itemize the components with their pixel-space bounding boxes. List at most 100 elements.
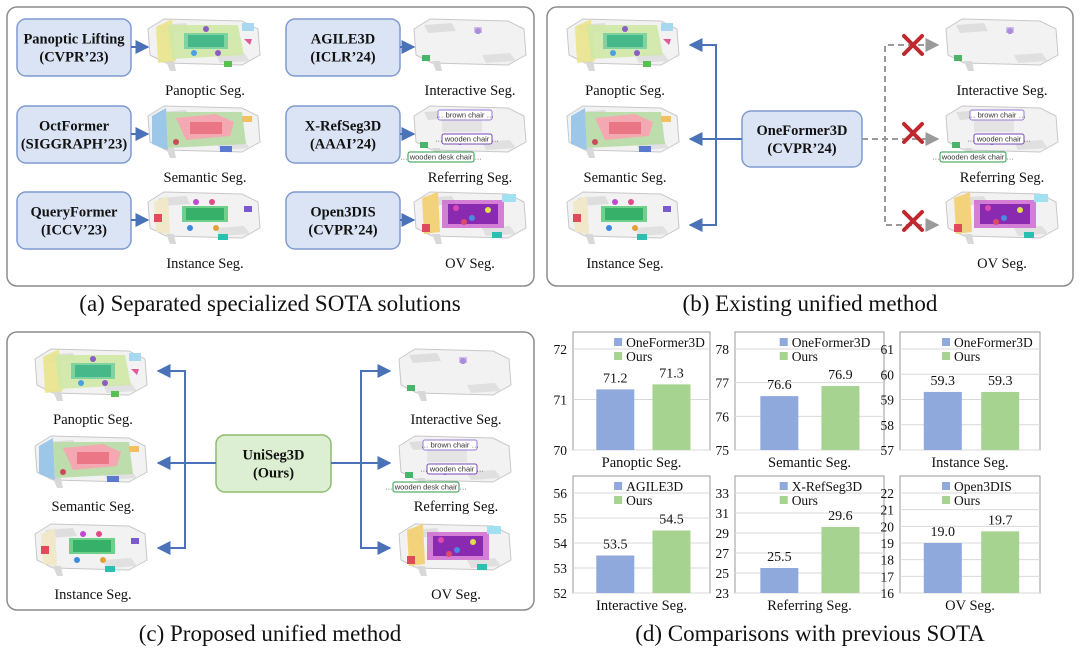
data-label: 76.6 bbox=[767, 378, 792, 393]
method-box-2: OctFormer(SIGGRAPH’23) bbox=[16, 105, 132, 164]
chart-5: 23252729313325.5X-RefSeg3D29.6OursReferr… bbox=[716, 475, 885, 614]
scene-a-1 bbox=[148, 19, 260, 71]
y-tick-label: 60 bbox=[881, 367, 895, 382]
method-box-oneformer3d-bg bbox=[741, 110, 863, 168]
panel-d-caption: (d) Comparisons with previous SOTA bbox=[635, 621, 985, 646]
panel-c-frame bbox=[6, 331, 535, 611]
legend-swatch bbox=[942, 496, 950, 504]
legend-label: Open3DIS bbox=[954, 479, 1012, 494]
task-label-b-right-3: OV Seg. bbox=[977, 256, 1027, 272]
y-tick-label: 53 bbox=[554, 561, 568, 576]
cross-icon bbox=[902, 210, 924, 232]
data-label: 53.5 bbox=[603, 538, 628, 553]
legend-swatch bbox=[942, 352, 950, 360]
y-tick-label: 72 bbox=[554, 342, 568, 357]
legend-label: X-RefSeg3D bbox=[792, 479, 863, 494]
method-box-2-bg bbox=[16, 105, 132, 164]
legend-label: OneFormer3D bbox=[954, 335, 1033, 350]
y-tick-label: 21 bbox=[881, 503, 895, 518]
data-label: 71.3 bbox=[659, 366, 684, 381]
bar-ours bbox=[652, 384, 691, 450]
chart-x-label: Interactive Seg. bbox=[596, 598, 687, 614]
data-label: 59.3 bbox=[988, 374, 1013, 389]
scene-a-2 bbox=[148, 106, 260, 158]
referring-tag-box bbox=[441, 133, 493, 145]
scene-a-5: … brown chair …… wooden chair …… wooden … bbox=[400, 106, 526, 163]
task-label-a-6: OV Seg. bbox=[445, 256, 495, 272]
bar-previous bbox=[596, 389, 635, 450]
task-label-a-1: Panoptic Seg. bbox=[165, 83, 245, 99]
referring-tag-text: … wooden chair … bbox=[435, 135, 499, 144]
bar-previous bbox=[596, 555, 635, 593]
referring-tag-text: … wooden desk chair … bbox=[400, 153, 482, 162]
method-box-1-venue: (CVPR’23) bbox=[39, 50, 108, 66]
y-tick-label: 52 bbox=[554, 586, 568, 601]
task-label-a-5: Referring Seg. bbox=[428, 170, 513, 186]
y-tick-label: 27 bbox=[716, 546, 730, 561]
panel-a-frame bbox=[6, 6, 535, 287]
legend-swatch bbox=[614, 482, 623, 490]
dashed-arrow-b-down bbox=[862, 138, 940, 232]
y-tick-label: 16 bbox=[881, 586, 895, 601]
bar-ours bbox=[652, 530, 691, 593]
scene-b-left-2 bbox=[567, 106, 679, 158]
legend-label: Ours bbox=[626, 493, 652, 508]
scene-a-4 bbox=[414, 19, 526, 71]
method-box-4: AGILE3D(ICLR’24) bbox=[285, 18, 401, 77]
scene-a-6 bbox=[414, 192, 526, 244]
referring-tag-box bbox=[939, 151, 1007, 163]
chart-x-label: Referring Seg. bbox=[767, 598, 852, 614]
chart-x-label: Panoptic Seg. bbox=[602, 455, 682, 471]
data-label: 29.6 bbox=[828, 509, 853, 524]
task-label-b-right-2: Referring Seg. bbox=[960, 170, 1045, 186]
chart-x-label: OV Seg. bbox=[945, 598, 995, 614]
task-label-b-left-2: Semantic Seg. bbox=[584, 170, 667, 186]
dashed-arrow-b-up bbox=[862, 38, 940, 140]
legend-swatch bbox=[779, 482, 788, 490]
method-box-1-bg bbox=[16, 18, 132, 77]
scene-b-right-3 bbox=[946, 192, 1058, 244]
y-tick-label: 29 bbox=[716, 526, 730, 541]
data-label: 76.9 bbox=[828, 368, 853, 383]
chart-4: 525354555653.5AGILE3D54.5OursInteractive… bbox=[554, 475, 711, 614]
legend-label: OneFormer3D bbox=[626, 335, 705, 350]
bar-previous bbox=[923, 391, 962, 450]
task-label-a-4: Interactive Seg. bbox=[425, 83, 516, 99]
method-box-uniseg3d-venue: (Ours) bbox=[253, 466, 294, 482]
panel-c: Panoptic Seg.Semantic Seg.Instance Seg.I… bbox=[35, 349, 511, 603]
method-box-5: X-RefSeg3D(AAAI’24) bbox=[285, 105, 401, 164]
chart-3: 575859606159.3OneFormer3D59.3OursInstanc… bbox=[881, 331, 1041, 471]
arrow-c-right-up bbox=[331, 364, 392, 464]
method-box-3: QueryFormer(ICCV’23) bbox=[16, 191, 132, 250]
legend-swatch bbox=[779, 352, 788, 360]
y-tick-label: 77 bbox=[716, 376, 730, 391]
legend-swatch bbox=[942, 482, 950, 490]
task-label-c-left-1: Panoptic Seg. bbox=[53, 412, 133, 428]
panel-c-caption: (c) Proposed unified method bbox=[139, 621, 402, 646]
cross-icon bbox=[902, 34, 924, 56]
y-tick-label: 20 bbox=[881, 519, 895, 534]
referring-tag-box bbox=[407, 151, 475, 163]
y-tick-label: 19 bbox=[881, 536, 895, 551]
arrow-c-left-up bbox=[156, 364, 216, 464]
scene-b-left-3 bbox=[567, 192, 679, 244]
cross-icon bbox=[902, 122, 924, 144]
y-tick-label: 23 bbox=[716, 586, 730, 601]
y-tick-label: 56 bbox=[554, 486, 568, 501]
chart-x-label: Instance Seg. bbox=[931, 455, 1008, 471]
y-tick-label: 70 bbox=[554, 443, 568, 458]
bar-previous bbox=[760, 396, 799, 450]
referring-tag-text: … wooden desk chair … bbox=[932, 153, 1014, 162]
chart-2: 7576777876.6OneFormer3D76.9OursSemantic … bbox=[716, 331, 885, 471]
panel-a: Panoptic Lifting(CVPR’23)Panoptic Seg.Oc… bbox=[16, 18, 526, 272]
method-box-oneformer3d: OneFormer3D(CVPR’24) bbox=[741, 110, 863, 168]
y-tick-label: 31 bbox=[716, 506, 730, 521]
data-label: 19.7 bbox=[988, 513, 1013, 528]
arrow-c-left-down bbox=[156, 462, 216, 555]
method-box-5-bg bbox=[285, 105, 401, 164]
task-label-c-left-2: Semantic Seg. bbox=[52, 499, 135, 515]
method-box-3-name: QueryFormer bbox=[31, 205, 119, 221]
referring-tag-box bbox=[969, 109, 1025, 121]
